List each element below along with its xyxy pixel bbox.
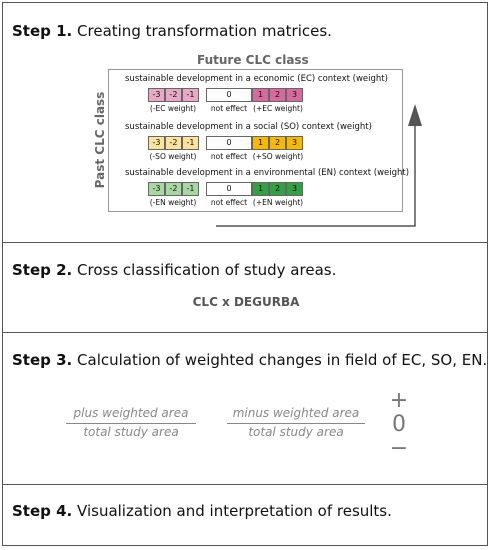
separator-3 — [2, 484, 488, 485]
weight-cell: 0 — [206, 88, 252, 102]
weight-cell: -1 — [182, 88, 199, 102]
step-1-number: Step 1. — [12, 22, 73, 40]
context-title-0: sustainable development in a economic (E… — [125, 74, 388, 84]
step-4-text: Visualization and interpretation of resu… — [77, 502, 392, 520]
future-clc-label: Future CLC class — [197, 53, 309, 67]
zero-weight-label: not effect — [210, 198, 248, 207]
plus-symbol: + — [389, 388, 409, 413]
pos-weight-label: (+EN weight) — [252, 198, 304, 207]
diagram-frame — [2, 2, 488, 546]
weight-cell: 3 — [286, 88, 303, 102]
step-3-number: Step 3. — [12, 351, 73, 369]
neg-weight-label: (-EN weight) — [149, 198, 197, 207]
step-4: Step 4. Visualization and interpretation… — [12, 502, 392, 520]
zero-symbol: 0 — [392, 412, 406, 437]
weight-cell: 3 — [286, 182, 303, 196]
step-3: Step 3. Calculation of weighted changes … — [12, 351, 487, 369]
weight-cell: 0 — [206, 182, 252, 196]
weight-cell: -3 — [148, 136, 165, 150]
weight-cell: 2 — [269, 88, 286, 102]
formula-plus-denominator: total study area — [83, 425, 179, 439]
weight-cell: 1 — [252, 88, 269, 102]
weight-cell: 1 — [252, 136, 269, 150]
cross-label: CLC x DEGURBA — [192, 295, 300, 309]
step-3-text: Calculation of weighted changes in field… — [77, 351, 488, 369]
formula-plus-numerator: plus weighted area — [73, 406, 189, 420]
weight-cell: -3 — [148, 182, 165, 196]
weight-cell: 2 — [269, 136, 286, 150]
step-2-number: Step 2. — [12, 261, 73, 279]
formula-minus-denominator: total study area — [248, 425, 344, 439]
weight-cell: -2 — [165, 136, 182, 150]
weight-cell: 0 — [206, 136, 252, 150]
zero-weight-label: not effect — [210, 104, 248, 113]
neg-weight-label: (-EC weight) — [149, 104, 197, 113]
weight-cell: 1 — [252, 182, 269, 196]
step-4-number: Step 4. — [12, 502, 73, 520]
pos-weight-label: (+EC weight) — [253, 104, 303, 113]
formula-plus-line — [66, 423, 196, 424]
weight-cell: 3 — [286, 136, 303, 150]
formula-minus-line — [227, 423, 365, 424]
step-1: Step 1. Creating transformation matrices… — [12, 22, 332, 40]
weight-cell: -2 — [165, 88, 182, 102]
neg-weight-label: (-SO weight) — [149, 152, 197, 161]
step-2: Step 2. Cross classification of study ar… — [12, 261, 336, 279]
formula-minus-numerator: minus weighted area — [232, 406, 360, 420]
arrow-head-icon — [408, 104, 422, 126]
context-title-2: sustainable development in a environment… — [125, 168, 410, 178]
separator-1 — [2, 242, 488, 243]
weight-cell: -3 — [148, 88, 165, 102]
pos-weight-label: (+SO weight) — [252, 152, 304, 161]
weight-cell: -2 — [165, 182, 182, 196]
weight-cell: -1 — [182, 182, 199, 196]
step-1-text: Creating transformation matrices. — [77, 22, 332, 40]
context-title-1: sustainable development in a social (SO)… — [125, 122, 372, 132]
minus-symbol: − — [389, 436, 409, 461]
separator-2 — [2, 332, 488, 333]
step-2-text: Cross classification of study areas. — [77, 261, 337, 279]
weight-cell: -1 — [182, 136, 199, 150]
weight-cell: 2 — [269, 182, 286, 196]
zero-weight-label: not effect — [210, 152, 248, 161]
